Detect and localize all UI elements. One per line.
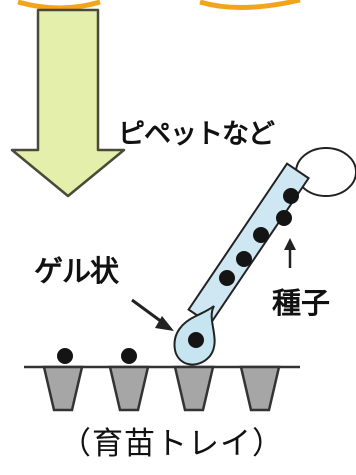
seed-label: 種子 bbox=[272, 286, 331, 320]
tray-cell bbox=[173, 365, 215, 412]
tray-cell bbox=[108, 365, 150, 412]
tray-cells bbox=[42, 365, 281, 412]
pipette-seed bbox=[236, 251, 252, 267]
pipette-label: ピペットなど bbox=[118, 119, 275, 150]
tray-cell bbox=[239, 365, 281, 412]
tray-label: （育苗トレイ） bbox=[60, 426, 284, 462]
gel-label: ゲル状 bbox=[34, 254, 119, 288]
tray-cell bbox=[42, 365, 84, 412]
gel-seed bbox=[188, 332, 204, 348]
seed-pointer-arrow bbox=[284, 238, 296, 268]
header-fragment-decoration bbox=[17, 0, 301, 11]
pipette-bulb bbox=[295, 147, 356, 197]
tray-seed bbox=[121, 348, 137, 364]
pipette-seed bbox=[253, 227, 269, 243]
pipette-seed bbox=[276, 210, 292, 226]
tray-seed bbox=[57, 348, 73, 364]
pipette-seed bbox=[219, 270, 235, 286]
gel-pointer-arrow bbox=[131, 298, 174, 331]
pipette-seed bbox=[283, 188, 299, 204]
big-down-arrow bbox=[10, 8, 126, 198]
seeds-in-pipette bbox=[219, 188, 299, 286]
